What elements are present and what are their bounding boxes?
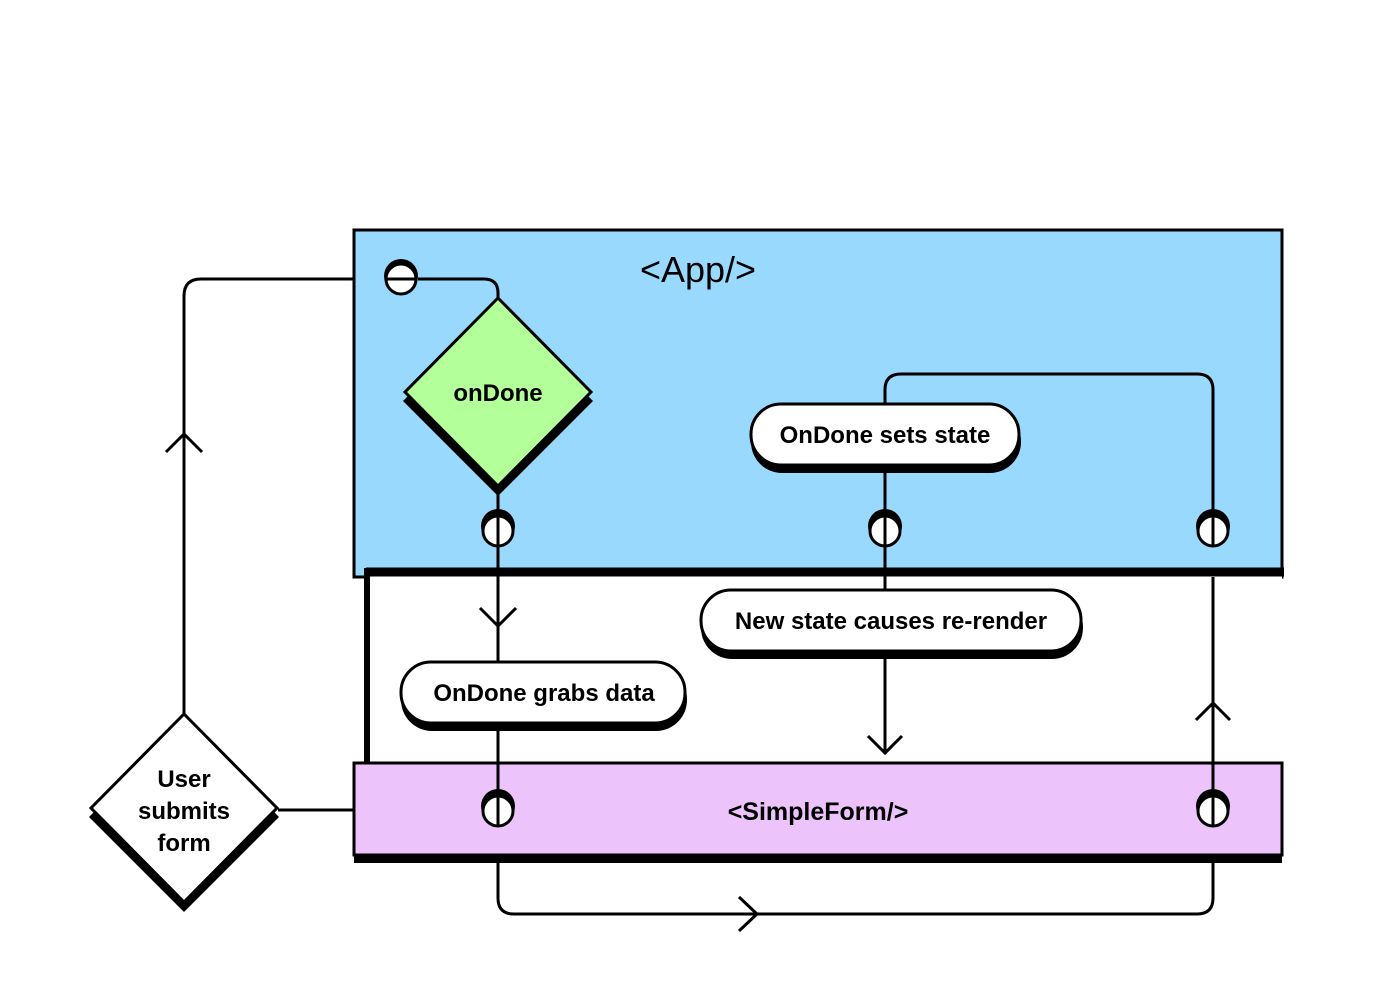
connector-bottom-loop xyxy=(496,855,1215,916)
simpleform-title: <SimpleForm/> xyxy=(728,798,909,826)
port-app-ondone xyxy=(481,509,515,548)
user-submits-label-line1: User xyxy=(157,766,210,793)
ondone-label: onDone xyxy=(453,380,542,407)
arrow-down-icon xyxy=(478,606,518,629)
connector-state-loop xyxy=(883,372,1215,515)
ondone-grabs-data-node: OnDone grabs data xyxy=(399,660,687,731)
ports xyxy=(384,259,1230,828)
arrow-up-icon xyxy=(1194,700,1232,722)
ondone-grabs-data-label: OnDone grabs data xyxy=(433,680,655,707)
connector-user-to-app xyxy=(182,277,354,716)
ondone-decision: onDone xyxy=(402,295,594,496)
arrow-up-icon xyxy=(164,431,204,454)
arrow-right-icon xyxy=(737,895,760,933)
new-state-rerender-node: New state causes re-render xyxy=(699,588,1083,659)
ondone-sets-state-pill xyxy=(749,402,1021,467)
connector-port-to-ondone xyxy=(418,277,500,300)
connectors xyxy=(182,277,1215,916)
user-submits-label-line3: form xyxy=(157,830,210,857)
app-title: <App/> xyxy=(640,249,756,290)
user-submits-diamond xyxy=(88,711,280,905)
ondone-diamond xyxy=(402,295,594,489)
ondone-sets-state-node: OnDone sets state xyxy=(749,402,1021,473)
new-state-rerender-pill xyxy=(699,588,1083,653)
user-submits-label-line2: submits xyxy=(138,798,230,825)
port-app-state xyxy=(868,509,902,548)
ondone-sets-state-label: OnDone sets state xyxy=(780,422,991,449)
ondone-grabs-data-pill xyxy=(399,660,687,725)
new-state-rerender-label: New state causes re-render xyxy=(735,608,1047,635)
arrowheads xyxy=(164,431,1232,933)
port-app-right xyxy=(1196,509,1230,548)
user-submits-decision: User submits form xyxy=(88,711,280,912)
port-form-right xyxy=(1196,789,1230,828)
port-form-left xyxy=(481,789,515,828)
arrow-down-icon xyxy=(866,734,904,756)
port-app-top-left xyxy=(384,259,418,296)
